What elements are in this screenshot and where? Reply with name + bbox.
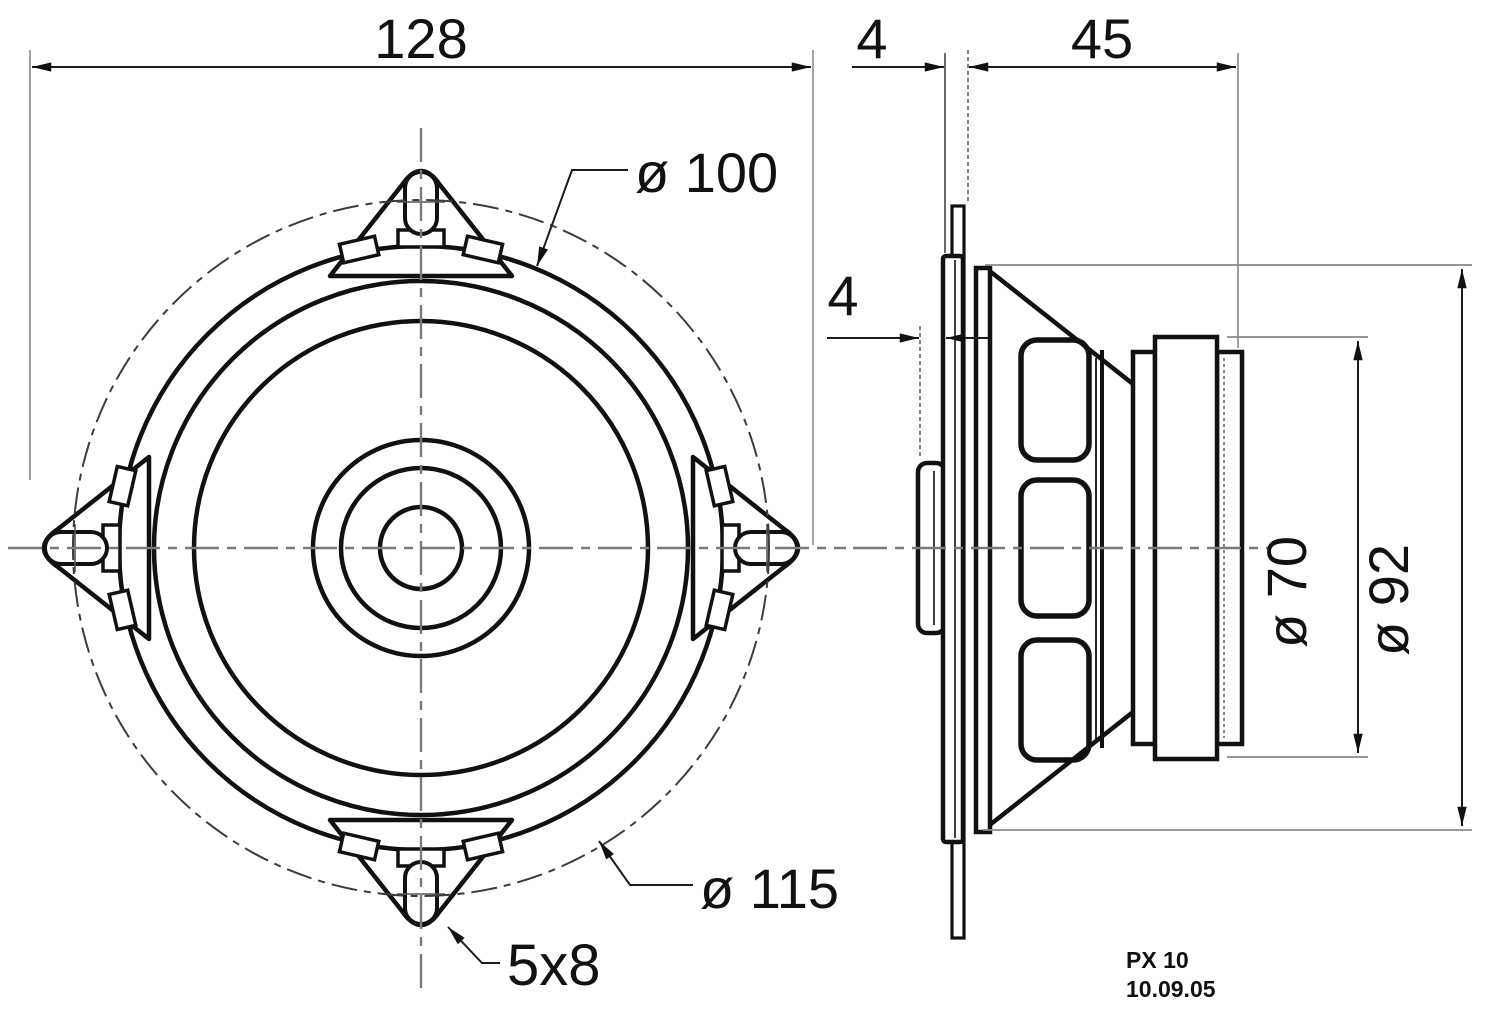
title-block: PX 10 10.09.05 <box>1126 947 1216 1002</box>
front-view <box>8 128 846 996</box>
dim-label-frame-diameter: ø 100 <box>635 141 778 204</box>
basket-front-ring <box>973 265 993 835</box>
product-code: PX 10 <box>1126 947 1189 973</box>
dim-label-slot-size: 5x8 <box>507 933 601 998</box>
cone-edge-bottom <box>989 710 1135 826</box>
dim-label-overall-width: 128 <box>374 7 467 70</box>
dim-label-magnet-diameter: ø 70 <box>1255 536 1318 648</box>
dim-label-bolt-circle: ø 115 <box>700 857 839 920</box>
side-view <box>853 204 1268 940</box>
dimension-annotations: 128 4 45 4 ø 100 ø 115 5x8 ø 70 ø 92 <box>29 7 1472 998</box>
basket-window-lower <box>1018 637 1092 763</box>
cone-edge-top <box>989 270 1135 386</box>
dim-label-dustcap-protrusion: 4 <box>827 264 858 327</box>
dim-label-depth: 45 <box>1071 7 1133 70</box>
leader-line-dia115 <box>598 840 693 886</box>
leader-line-slot <box>447 926 500 964</box>
basket-window-upper <box>1018 337 1092 463</box>
leader-line-dia100 <box>536 169 628 267</box>
drawing-date: 10.09.05 <box>1126 976 1216 1002</box>
dim-label-flange-thickness: 4 <box>856 7 887 70</box>
dim-label-basket-diameter: ø 92 <box>1357 544 1420 656</box>
